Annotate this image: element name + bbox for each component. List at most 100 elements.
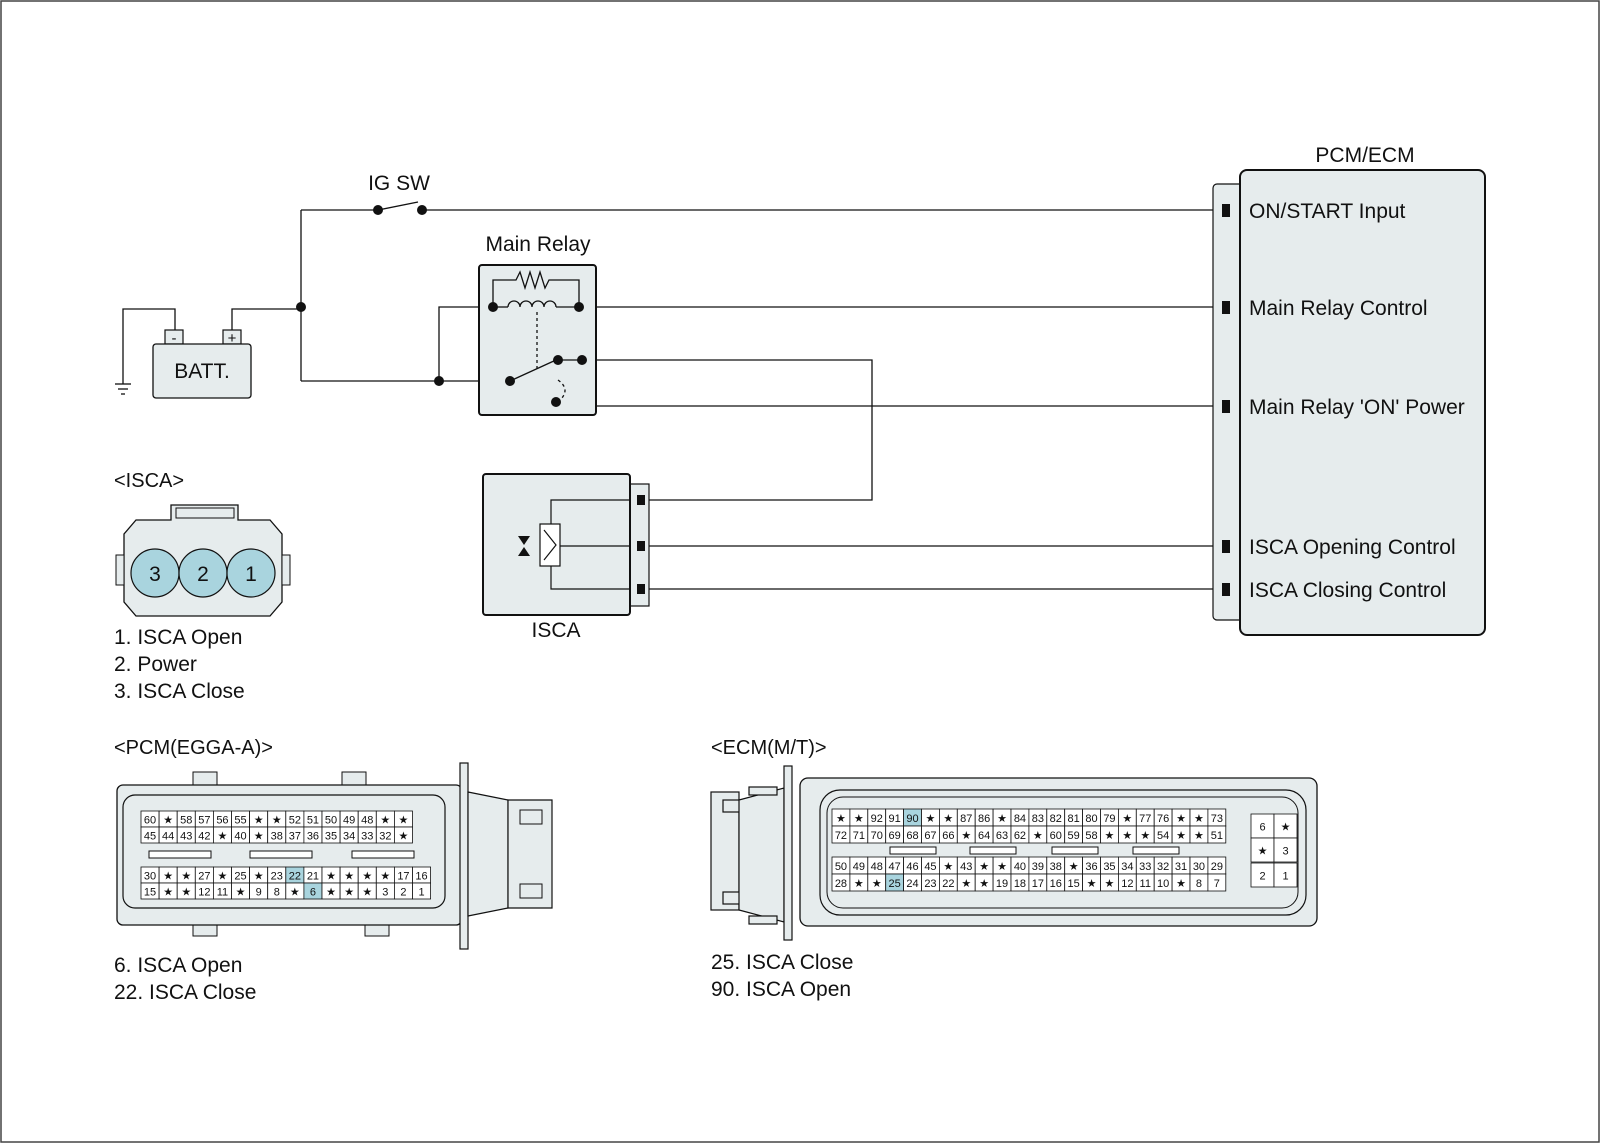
pin-cell: ★ [1028,825,1048,844]
pin-cell: ★ [1064,856,1083,875]
pin-number: 50 [835,861,847,873]
pin-number: 47 [889,861,901,873]
pin-number: ★ [1122,830,1132,842]
pin-cell: ★ [974,856,994,875]
pin-cell: 91 [885,808,905,827]
pcm-legend-2: 22. ISCA Close [114,981,256,1004]
pin-cell: ★ [249,810,269,828]
pin-cell: ★ [1100,873,1119,892]
pin-number: 42 [198,831,210,843]
pin-number: 23 [924,878,936,890]
pin-cell: 6 [303,882,323,900]
pin-number: 66 [942,830,954,842]
pin-number: 46 [906,861,918,873]
pin-number: 48 [361,815,373,827]
pin-number: 24 [906,878,918,890]
pin-number: 86 [978,813,990,825]
pin-cell: ★ [1082,873,1101,892]
pin-cell: 69 [885,825,905,844]
pin-cell: 23 [267,866,287,884]
pin-cell: 57 [194,810,214,828]
pin-number: 22 [289,871,301,883]
pin-number: 51 [307,815,319,827]
ecm-legend-1: 25. ISCA Close [711,951,853,974]
pin-number: 1 [1282,871,1288,883]
pin-cell: ★ [212,826,232,844]
pin-cell: 44 [158,826,178,844]
pin-number: ★ [1140,830,1150,842]
pin-cell: 29 [1207,856,1227,875]
pin-number: 81 [1068,813,1080,825]
pin-cell: 58 [1082,825,1101,844]
pin-number: ★ [272,815,282,827]
pin-cell: ★ [339,866,359,884]
pin-cell: 8 [267,882,287,900]
pin-isca-closing-control: ISCA Closing Control [1249,579,1446,602]
pin-number: ★ [218,871,228,883]
pin-number: 7 [1214,878,1220,890]
isca-pin-1: 1 [226,548,276,598]
main-relay-label: Main Relay [485,233,591,256]
pin-number: 23 [271,871,283,883]
pin-number: 29 [1211,861,1223,873]
pin-number: 40 [234,831,246,843]
pin-cell: ★ [249,826,269,844]
pin-cell: 8 [1189,873,1209,892]
pin-number: 6 [1259,822,1265,834]
pin-number: ★ [1176,830,1186,842]
pin-number: 71 [853,830,865,842]
pin-number: 64 [978,830,990,842]
pin-cell: 60 [1046,825,1066,844]
pin-number: 22 [942,878,954,890]
pin-cell: 1 [412,882,432,900]
pin-number: ★ [943,861,953,873]
pin-cell: 54 [1153,825,1173,844]
pin-number: ★ [344,871,354,883]
pin-cell: ★ [956,873,976,892]
ecm-connector-title: <ECM(M/T)> [711,737,827,759]
pin-cell: 49 [339,810,359,828]
pin-cell: ★ [1171,825,1191,844]
pin-cell: 42 [194,826,214,844]
pin-cell: 16 [412,866,432,884]
pin-number: ★ [997,861,1007,873]
pin-cell: ★ [357,866,377,884]
pin-cell: 81 [1064,808,1083,827]
pin-cell: 34 [1118,856,1137,875]
pin-number: 43 [960,861,972,873]
pin-cell: 59 [1064,825,1083,844]
pin-number: 63 [996,830,1008,842]
pin-number: 45 [144,831,156,843]
pin-number: 67 [924,830,936,842]
pin-number: 12 [1121,878,1133,890]
pin-number: ★ [872,878,882,890]
pin-cell: ★ [849,873,869,892]
pin-cell: 82 [1046,808,1066,827]
pin-number: ★ [399,815,409,827]
pin-cell: 27 [194,866,214,884]
pin-number: 84 [1014,813,1026,825]
pin-number: 73 [1211,813,1223,825]
pin-number: ★ [943,813,953,825]
pin-cell: ★ [212,866,232,884]
pin-number: ★ [854,813,864,825]
pin-cell: 37 [285,826,305,844]
pin-number: ★ [380,815,390,827]
pin-cell: 80 [1082,808,1101,827]
pin-number: ★ [163,815,173,827]
pin-number: 3 [382,887,388,899]
pin-cell: 32 [375,826,395,844]
pin-cell: 63 [992,825,1012,844]
pin-cell: 43 [956,856,976,875]
pin-cell: ★ [158,810,178,828]
pin-cell: 30 [1189,856,1209,875]
pin-number: ★ [1033,830,1043,842]
pin-cell: ★ [1189,808,1209,827]
pin-cell: ★ [375,810,395,828]
pin-number: 1 [418,887,424,899]
pin-cell: ★ [1135,825,1155,844]
pin-number: 72 [835,830,847,842]
pin-number: 60 [1050,830,1062,842]
